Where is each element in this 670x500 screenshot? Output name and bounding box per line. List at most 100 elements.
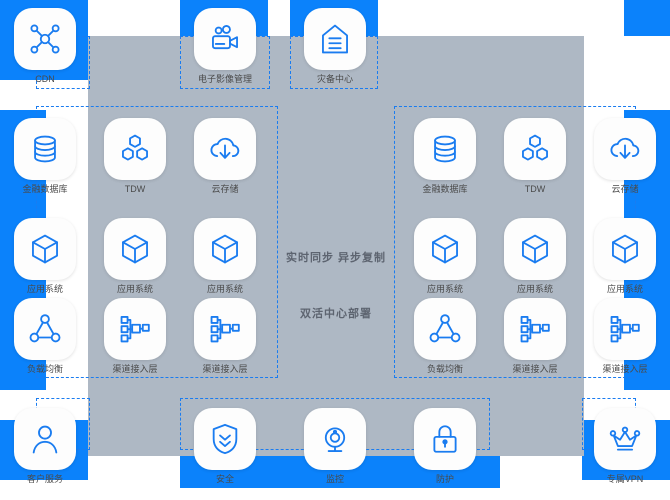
node-label-r-app3: 应用系统 [606, 284, 643, 294]
node-r-ch2[interactable]: 渠道接入层 [594, 298, 656, 375]
node-label-l-app3: 应用系统 [206, 284, 243, 294]
node-tile-r-app2[interactable] [504, 218, 566, 280]
cdn-network-icon [28, 22, 62, 56]
cloud-download-icon [208, 132, 242, 166]
node-label-l-ch1: 渠道接入层 [112, 364, 158, 374]
shield-icon [208, 422, 242, 456]
node-tile-r-lb[interactable] [414, 298, 476, 360]
node-r-lb[interactable]: 负载均衡 [414, 298, 476, 375]
hex-cluster-icon [118, 132, 152, 166]
node-l-app1[interactable]: 应用系统 [14, 218, 76, 295]
node-tile-b-pro[interactable] [414, 408, 476, 470]
node-tile-l-db[interactable] [14, 118, 76, 180]
node-r-db[interactable]: 金融数据库 [414, 118, 476, 195]
node-b-mon[interactable]: 监控 [304, 408, 366, 485]
node-tile-l-app3[interactable] [194, 218, 256, 280]
node-l-app3[interactable]: 应用系统 [194, 218, 256, 295]
node-dr[interactable]: 灾备中心 [304, 8, 366, 85]
node-r-cos[interactable]: 云存储 [594, 118, 656, 195]
tree-nodes-icon [518, 312, 552, 346]
center-caption-deploy: 双活中心部署 [300, 308, 372, 320]
node-l-db[interactable]: 金融数据库 [14, 118, 76, 195]
node-evm[interactable]: 电子影像管理 [194, 8, 256, 85]
node-label-r-ch2: 渠道接入层 [602, 364, 648, 374]
node-tile-r-db[interactable] [414, 118, 476, 180]
node-label-l-lb: 负载均衡 [26, 364, 63, 374]
node-tile-b-sec[interactable] [194, 408, 256, 470]
node-tile-r-app1[interactable] [414, 218, 476, 280]
tree-nodes-icon [608, 312, 642, 346]
archive-house-icon [318, 22, 352, 56]
node-l-cos[interactable]: 云存储 [194, 118, 256, 195]
node-label-b-vpn: 专属VPN [606, 474, 644, 484]
node-r-ch1[interactable]: 渠道接入层 [504, 298, 566, 375]
node-tile-r-app3[interactable] [594, 218, 656, 280]
node-label-r-tdw: TDW [524, 184, 546, 194]
node-tile-r-ch1[interactable] [504, 298, 566, 360]
cube-icon [608, 232, 642, 266]
node-l-app2[interactable]: 应用系统 [104, 218, 166, 295]
node-label-l-app1: 应用系统 [26, 284, 63, 294]
node-label-l-cos: 云存储 [211, 184, 239, 194]
node-label-r-ch1: 渠道接入层 [512, 364, 558, 374]
database-icon [28, 132, 62, 166]
crown-icon [608, 422, 642, 456]
node-cdn[interactable]: CDN [14, 8, 76, 85]
user-icon [28, 422, 62, 456]
node-label-b-mon: 监控 [325, 474, 344, 484]
node-tile-l-cos[interactable] [194, 118, 256, 180]
node-label-r-app1: 应用系统 [426, 284, 463, 294]
node-tile-b-user[interactable] [14, 408, 76, 470]
node-r-app2[interactable]: 应用系统 [504, 218, 566, 295]
node-label-b-user: 客户服务 [26, 474, 63, 484]
node-label-r-lb: 负载均衡 [426, 364, 463, 374]
node-tile-l-app1[interactable] [14, 218, 76, 280]
node-tile-r-ch2[interactable] [594, 298, 656, 360]
node-l-lb[interactable]: 负载均衡 [14, 298, 76, 375]
node-tile-evm[interactable] [194, 8, 256, 70]
node-tile-l-lb[interactable] [14, 298, 76, 360]
node-label-r-cos: 云存储 [611, 184, 639, 194]
camera-eye-icon [318, 422, 352, 456]
node-b-user[interactable]: 客户服务 [14, 408, 76, 485]
node-label-l-db: 金融数据库 [22, 184, 68, 194]
node-label-b-sec: 安全 [215, 474, 234, 484]
node-label-cdn: CDN [35, 74, 55, 84]
node-tile-cdn[interactable] [14, 8, 76, 70]
node-tile-l-ch1[interactable] [104, 298, 166, 360]
node-label-l-app2: 应用系统 [116, 284, 153, 294]
node-l-ch2[interactable]: 渠道接入层 [194, 298, 256, 375]
cloud-download-icon [608, 132, 642, 166]
cube-icon [428, 232, 462, 266]
node-label-r-app2: 应用系统 [516, 284, 553, 294]
node-b-sec[interactable]: 安全 [194, 408, 256, 485]
node-tile-b-mon[interactable] [304, 408, 366, 470]
tree-nodes-icon [118, 312, 152, 346]
node-tile-r-tdw[interactable] [504, 118, 566, 180]
cube-icon [208, 232, 242, 266]
node-tile-l-tdw[interactable] [104, 118, 166, 180]
cube-icon [518, 232, 552, 266]
node-r-app1[interactable]: 应用系统 [414, 218, 476, 295]
load-balance-icon [428, 312, 462, 346]
node-label-b-pro: 防护 [435, 474, 454, 484]
lock-icon [428, 422, 462, 456]
node-l-ch1[interactable]: 渠道接入层 [104, 298, 166, 375]
node-l-tdw[interactable]: TDW [104, 118, 166, 195]
node-tile-l-app2[interactable] [104, 218, 166, 280]
blue-band-right-top [624, 0, 670, 36]
node-label-l-tdw: TDW [124, 184, 146, 194]
node-tile-r-cos[interactable] [594, 118, 656, 180]
node-b-pro[interactable]: 防护 [414, 408, 476, 485]
node-r-app3[interactable]: 应用系统 [594, 218, 656, 295]
node-tile-b-vpn[interactable] [594, 408, 656, 470]
node-tile-l-ch2[interactable] [194, 298, 256, 360]
hex-cluster-icon [518, 132, 552, 166]
node-b-vpn[interactable]: 专属VPN [594, 408, 656, 485]
center-caption-sync: 实时同步 异步复制 [285, 252, 387, 264]
video-camera-icon [208, 22, 242, 56]
node-label-dr: 灾备中心 [316, 74, 353, 84]
node-r-tdw[interactable]: TDW [504, 118, 566, 195]
node-tile-dr[interactable] [304, 8, 366, 70]
